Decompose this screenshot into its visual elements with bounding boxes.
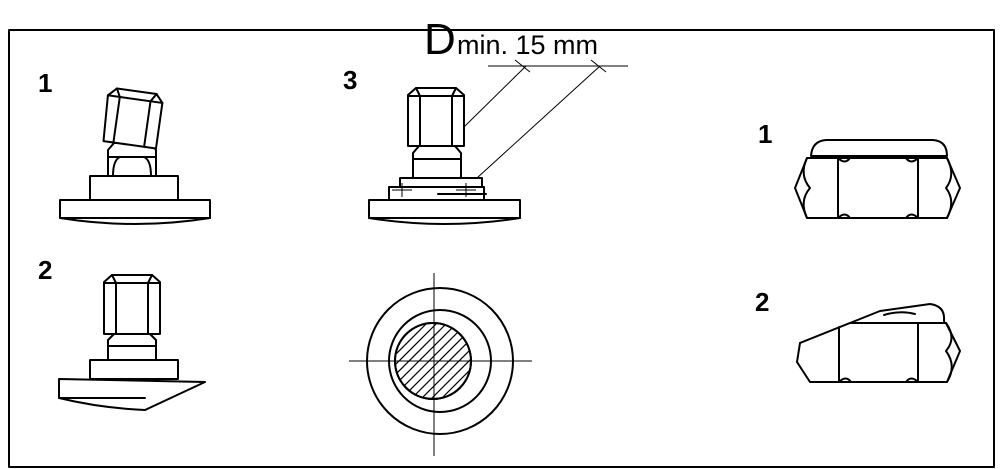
label-left-bottom: 2 xyxy=(38,255,52,285)
drawing-measured-washer xyxy=(368,87,521,225)
drawing-tilted-nut xyxy=(59,87,211,225)
drawing-nut-side-good xyxy=(794,139,961,219)
label-center-top: 3 xyxy=(343,65,357,95)
dimension-value: min. 15 mm xyxy=(457,30,598,60)
dimension-symbol: D xyxy=(424,15,456,64)
label-right-top: 1 xyxy=(758,119,772,149)
label-right-bottom: 2 xyxy=(755,287,769,317)
drawing-nut-tilted-plate xyxy=(58,274,206,411)
label-left-top: 1 xyxy=(38,68,52,98)
drawing-nut-side-deformed xyxy=(796,303,961,383)
drawing-plan-view xyxy=(349,273,532,456)
figure-frame xyxy=(8,29,995,468)
